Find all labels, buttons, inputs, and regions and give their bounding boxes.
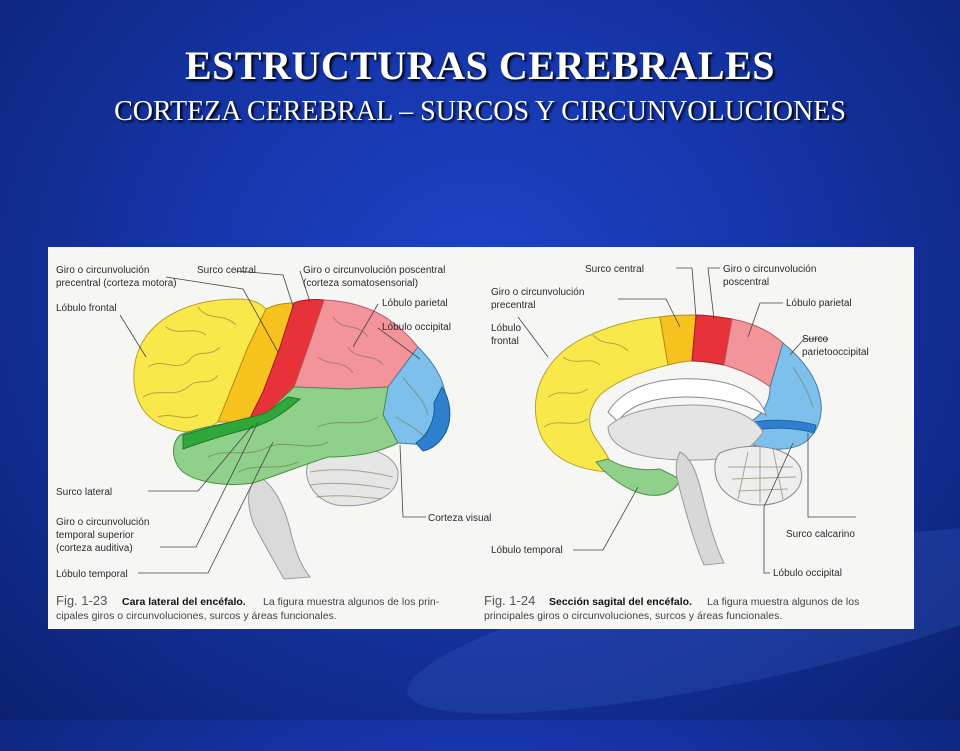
label-r-temporal-lobe: Lóbulo temporal (491, 545, 563, 556)
fig-left-number: Fig. 1-23 (56, 593, 107, 608)
label-r-central-sulcus: Surco central (585, 264, 644, 275)
leader-parietal (352, 303, 379, 348)
lateral-superior-temporal-gyrus (182, 396, 302, 450)
sagittal-temporal-lobe (595, 458, 681, 496)
leader-central (235, 270, 295, 310)
label-r-precentral-1: Giro o circunvolución (491, 287, 584, 298)
label-visual-cortex: Corteza visual (428, 513, 491, 524)
brain-figure-panel: Giro o circunvolución precentral (cortez… (48, 247, 914, 629)
leader-r-postcentral (707, 267, 720, 320)
label-r-occipital-lobe: Lóbulo occipital (773, 568, 842, 579)
label-sup-temporal-2: temporal superior (56, 530, 134, 541)
label-frontal-lobe: Lóbulo frontal (56, 303, 117, 314)
lateral-visual-cortex (415, 386, 451, 452)
leader-lateral (148, 424, 254, 492)
fig-left-caption-line2: cipales giros o circunvoluciones, surcos… (56, 610, 337, 622)
sagittal-brainstem (675, 451, 725, 566)
label-parietal-lobe: Lóbulo parietal (382, 298, 448, 309)
fig-left-caption-line1: La figura muestra algunos de los prin- (263, 596, 440, 608)
leader-r-temporal (573, 486, 639, 551)
lateral-brainstem (248, 478, 312, 580)
sagittal-calcarine-band (747, 419, 817, 434)
fig-right-caption-line2: principales giros o circunvoluciones, su… (484, 610, 782, 622)
leader-r-calcarine (807, 433, 856, 518)
label-precentral-2: precentral (corteza motora) (56, 278, 177, 289)
fig-right-caption-line1: La figura muestra algunos de los (707, 596, 859, 608)
brain-figures-svg: Giro o circunvolución precentral (cortez… (56, 264, 869, 622)
label-r-parieto-2: parietooccipital (802, 347, 869, 358)
label-r-postcentral-1: Giro o circunvolución (723, 264, 816, 275)
slide-subtitle: CORTEZA CEREBRAL – SURCOS Y CIRCUNVOLUCI… (114, 96, 846, 127)
lateral-brain-figure: Giro o circunvolución precentral (cortez… (56, 265, 491, 622)
sagittal-frontal-lobe (534, 316, 669, 473)
fig-right-number: Fig. 1-24 (484, 593, 535, 608)
slide-title: ESTRUCTURAS CEREBRALES (184, 43, 776, 88)
leader-r-parieto (789, 338, 828, 356)
leader-r-frontal (517, 316, 549, 358)
sagittal-corpus-callosum (607, 378, 767, 423)
label-lateral-sulcus: Surco lateral (56, 487, 112, 498)
leader-sup-temporal (160, 421, 259, 548)
label-postcentral-1: Giro o circunvolución poscentral (303, 265, 445, 276)
label-r-postcentral-2: poscentral (723, 277, 769, 288)
leader-r-precentral (618, 298, 681, 328)
leader-precentral (165, 276, 279, 353)
label-r-parietal-lobe: Lóbulo parietal (786, 298, 852, 309)
leader-postcentral (299, 270, 311, 303)
label-r-frontal-1: Lóbulo (491, 323, 521, 334)
label-precentral-1: Giro o circunvolución (56, 265, 149, 276)
label-temporal-lobe: Lóbulo temporal (56, 569, 128, 580)
label-occipital-lobe: Lóbulo occipital (382, 322, 451, 333)
label-postcentral-2: (corteza somatosensorial) (303, 278, 418, 289)
leader-r-parietal (747, 302, 783, 338)
leader-r-occipital (763, 442, 794, 574)
label-central-sulcus: Surco central (197, 265, 256, 276)
leader-r-central (676, 267, 697, 318)
fig-right-caption-title: Sección sagital del encéfalo. (549, 596, 692, 608)
label-sup-temporal-1: Giro o circunvolución (56, 517, 149, 528)
fig-left-caption-title: Cara lateral del encéfalo. (122, 596, 246, 608)
label-r-frontal-2: frontal (491, 336, 519, 347)
label-r-precentral-2: precentral (491, 300, 535, 311)
leader-occipital (377, 327, 421, 360)
label-r-calcarine: Surco calcarino (786, 529, 855, 540)
sagittal-brain-figure: Surco central Giro o circunvolución prec… (484, 264, 869, 622)
label-sup-temporal-3: (corteza auditiva) (56, 543, 133, 554)
leader-frontal (119, 314, 147, 358)
sagittal-cerebellum (714, 445, 803, 506)
label-r-parieto-1: Surco (802, 334, 829, 345)
leader-visual (399, 444, 426, 518)
leader-temporal (138, 441, 274, 574)
